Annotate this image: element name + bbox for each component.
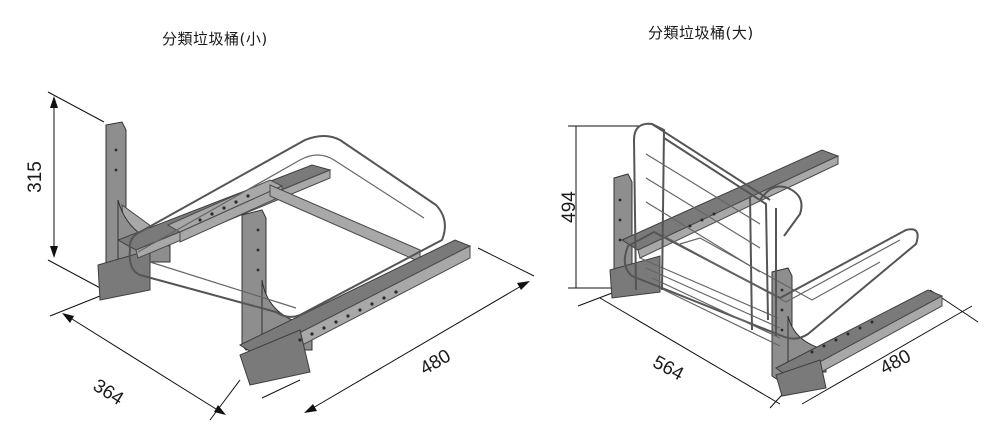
large-height-label: 494	[558, 191, 580, 223]
small-depth-dimension	[49, 295, 241, 421]
large-bin-drawing	[568, 122, 979, 409]
small-bin-title: 分類垃圾桶(小)	[162, 30, 268, 48]
large-bin-title: 分類垃圾桶(大)	[648, 24, 754, 42]
small-height-label: 315	[24, 161, 46, 193]
large-depth-dimension	[577, 289, 791, 409]
small-height-dimension	[47, 91, 105, 291]
large-height-dimension	[568, 125, 640, 289]
small-bin-drawing	[47, 91, 535, 421]
small-width-dimension	[261, 247, 535, 413]
